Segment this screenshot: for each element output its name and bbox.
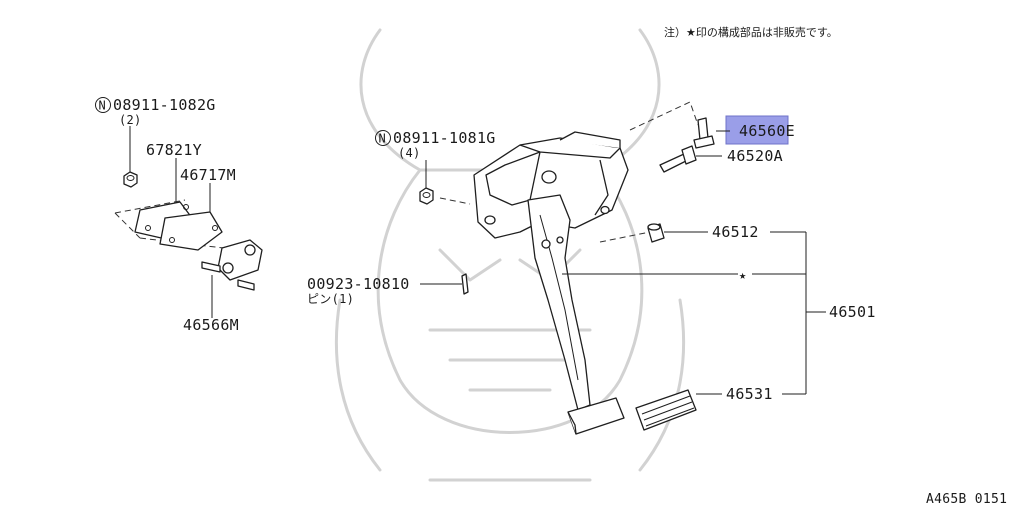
part-number-46560E[interactable]: 46560E (739, 122, 795, 140)
part-number-46512[interactable]: 46512 (712, 223, 759, 241)
part-number-46520A[interactable]: 46520A (727, 147, 783, 165)
n-marker-letter: N (99, 99, 107, 113)
brake-pedal-icon (527, 194, 697, 435)
figure-code: A465B 0151 (926, 492, 1007, 507)
highlight-box-46560E (725, 115, 789, 145)
part-number-46501[interactable]: 46501 (829, 303, 876, 321)
nut-icon (123, 171, 138, 188)
bolt-46560E-icon (693, 117, 715, 149)
n-marker-icon-2 (375, 130, 391, 146)
star-marker: ★ (739, 268, 747, 282)
pin-icon (461, 273, 469, 295)
part-number-67821Y[interactable]: 67821Y (146, 141, 202, 159)
note-text: 注）★印の構成部品は非販売です。 (664, 25, 838, 39)
nut-08911-1081G-callout[interactable]: N 08911-1081G (4) (375, 129, 496, 188)
pedal-bracket-icon (439, 101, 699, 243)
qty-4: (4) (398, 146, 421, 160)
qty-2: (2) (119, 113, 142, 127)
part-number-00923-10810[interactable]: 00923-10810 (307, 275, 410, 293)
n-marker-letter-2: N (379, 132, 387, 146)
part-number-08911-1081G: 08911-1081G (393, 129, 496, 147)
bushing-46512-icon (647, 223, 665, 243)
nut-icon-2 (419, 187, 434, 205)
part-number-46566M[interactable]: 46566M (183, 316, 239, 334)
nut-08911-1082G-callout[interactable]: N 08911-1082G (2) (95, 96, 216, 172)
watermark-emblem (334, 28, 686, 482)
part-number-46717M[interactable]: 46717M (180, 166, 236, 184)
bolt-46520A-icon (659, 145, 697, 173)
part-number-08911-1082G: 08911-1082G (113, 96, 216, 114)
part-number-46531[interactable]: 46531 (726, 385, 773, 403)
pin-description: ピン(1) (307, 292, 354, 306)
n-marker-icon (95, 97, 111, 113)
insulator-assembly-icon (114, 199, 263, 291)
